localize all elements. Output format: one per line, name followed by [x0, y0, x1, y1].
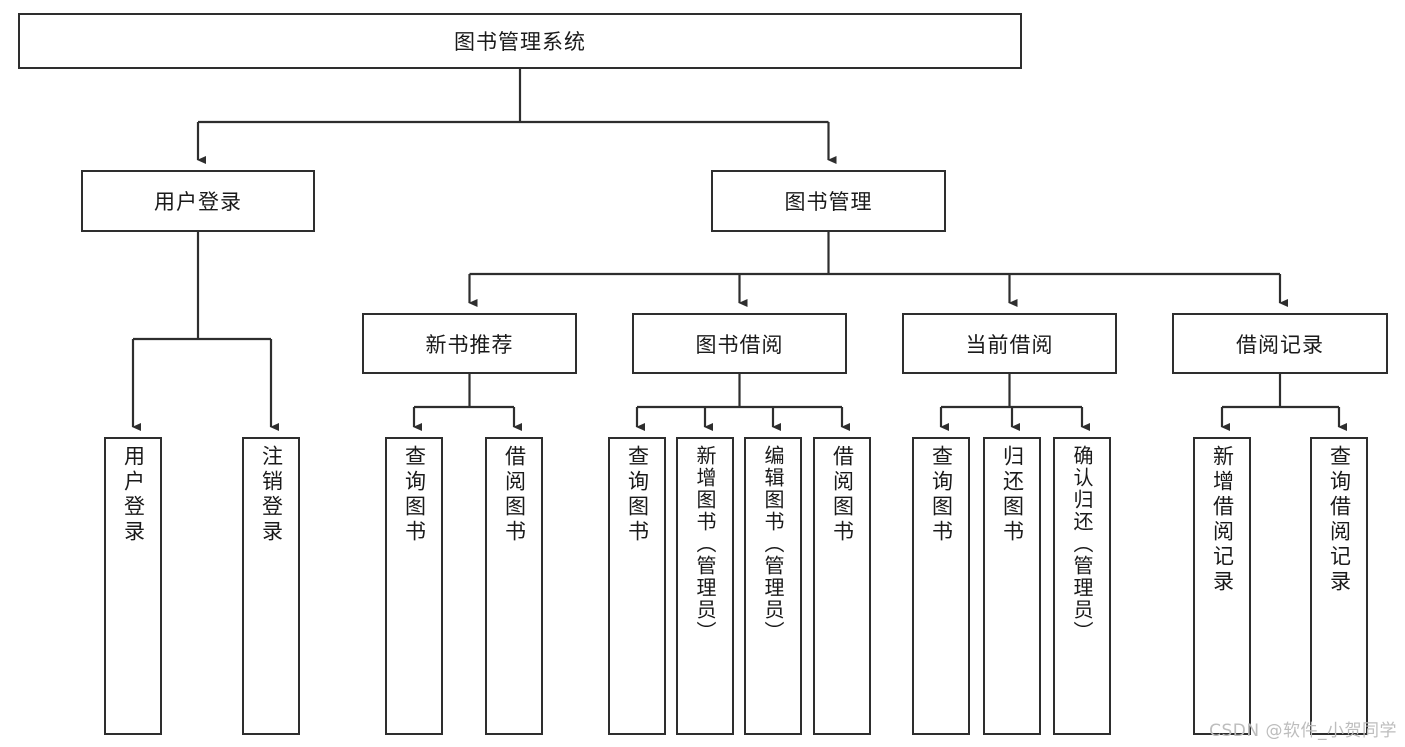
- node-label: 当前借阅: [965, 332, 1054, 357]
- node-leaf-user-logout[interactable]: 注销登录: [242, 437, 300, 735]
- node-current-borrow[interactable]: 当前借阅: [902, 313, 1117, 374]
- node-new-book-recommend[interactable]: 新书推荐: [362, 313, 577, 374]
- node-label: 归还图书: [1000, 445, 1025, 545]
- node-label: 查询图书: [929, 445, 954, 545]
- node-leaf-query-book-3[interactable]: 查询图书: [912, 437, 970, 735]
- node-leaf-return-book[interactable]: 归还图书: [983, 437, 1041, 735]
- node-leaf-borrow-book-2[interactable]: 借阅图书: [813, 437, 871, 735]
- node-label: 借阅图书: [502, 445, 527, 545]
- node-leaf-add-record[interactable]: 新增借阅记录: [1193, 437, 1251, 735]
- node-label: 查询借阅记录: [1327, 445, 1352, 595]
- node-user-login[interactable]: 用户登录: [81, 170, 315, 232]
- node-label: 用户登录: [121, 445, 146, 545]
- node-leaf-confirm-return[interactable]: 确认归还（管理员）: [1053, 437, 1111, 735]
- node-label: 新增图书（管理员）: [693, 445, 717, 643]
- node-label: 编辑图书（管理员）: [761, 445, 785, 643]
- node-leaf-edit-book[interactable]: 编辑图书（管理员）: [744, 437, 802, 735]
- node-label: 确认归还（管理员）: [1070, 445, 1094, 643]
- node-label: 图书借阅: [695, 332, 784, 357]
- node-root[interactable]: 图书管理系统: [18, 13, 1022, 69]
- node-borrow-record[interactable]: 借阅记录: [1172, 313, 1388, 374]
- node-book-manage[interactable]: 图书管理: [711, 170, 946, 232]
- csdn-watermark: CSDN @软件_小贺同学: [1209, 721, 1397, 741]
- node-label: 借阅记录: [1236, 332, 1324, 357]
- node-leaf-user-login[interactable]: 用户登录: [104, 437, 162, 735]
- node-leaf-query-book-2[interactable]: 查询图书: [608, 437, 666, 735]
- node-label: 图书管理: [784, 190, 873, 214]
- node-leaf-add-book[interactable]: 新增图书（管理员）: [676, 437, 734, 735]
- node-label: 图书管理系统: [454, 30, 586, 54]
- node-book-borrow[interactable]: 图书借阅: [632, 313, 847, 374]
- node-leaf-borrow-book-1[interactable]: 借阅图书: [485, 437, 543, 735]
- node-label: 用户登录: [154, 190, 242, 214]
- node-leaf-query-book-1[interactable]: 查询图书: [385, 437, 443, 735]
- node-label: 借阅图书: [830, 445, 855, 545]
- node-label: 查询图书: [625, 445, 650, 545]
- node-label: 注销登录: [259, 445, 284, 545]
- node-label: 查询图书: [402, 445, 427, 545]
- node-leaf-query-record[interactable]: 查询借阅记录: [1310, 437, 1368, 735]
- node-label: 新书推荐: [425, 332, 514, 357]
- node-label: 新增借阅记录: [1210, 445, 1235, 595]
